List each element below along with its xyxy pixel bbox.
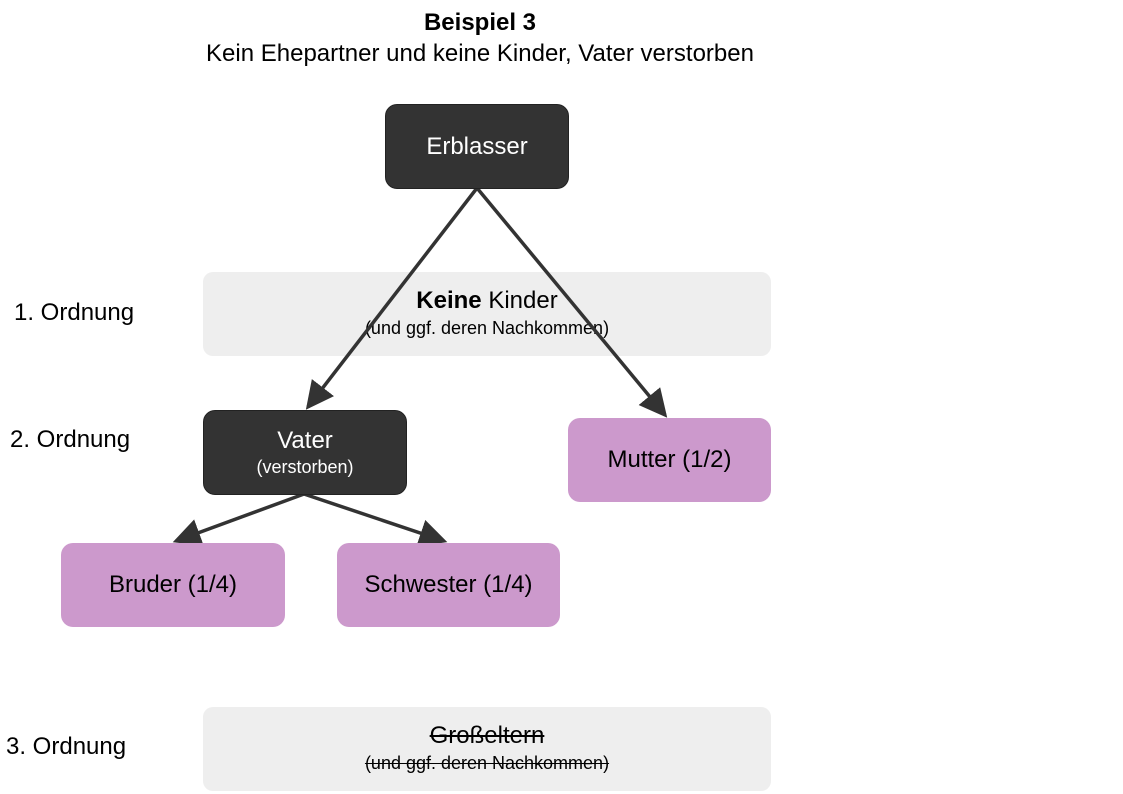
node-bruder[interactable]: Bruder (1/4): [61, 543, 285, 627]
node-vater[interactable]: Vater (verstorben): [203, 410, 407, 495]
band-third-order: Großeltern (und ggf. deren Nachkommen): [203, 707, 771, 791]
edge-vater-schwester: [303, 492, 448, 547]
node-bruder-label: Bruder (1/4): [108, 571, 238, 598]
node-erblasser[interactable]: Erblasser: [385, 104, 569, 189]
level-label-1: 1. Ordnung: [14, 299, 135, 326]
diagram-title: Beispiel 3: [423, 9, 537, 36]
node-schwester[interactable]: Schwester (1/4): [337, 543, 560, 627]
band-first-rest: Kinder: [481, 287, 558, 314]
node-vater-sub: (verstorben): [256, 457, 354, 477]
band-first-order: Keine Kinder (und ggf. deren Nachkommen): [203, 272, 771, 356]
level-label-2: 2. Ordnung: [10, 426, 131, 453]
band-first-sub: (und ggf. deren Nachkommen): [364, 318, 610, 338]
band-third-sub: (und ggf. deren Nachkommen): [364, 753, 610, 773]
band-first-main: Keine Kinder: [203, 287, 771, 315]
node-vater-label: Vater: [277, 427, 333, 454]
node-mutter[interactable]: Mutter (1/2): [568, 418, 771, 502]
band-third-main: Großeltern: [429, 722, 545, 749]
edge-vater-bruder: [172, 492, 305, 546]
band-first-bold: Keine: [416, 287, 482, 314]
level-label-3: 3. Ordnung: [6, 733, 127, 760]
node-schwester-label: Schwester (1/4): [364, 571, 533, 598]
node-mutter-label: Mutter (1/2): [607, 446, 732, 473]
node-erblasser-label: Erblasser: [426, 132, 528, 160]
diagram-subtitle: Kein Ehepartner und keine Kinder, Vater …: [206, 40, 754, 67]
